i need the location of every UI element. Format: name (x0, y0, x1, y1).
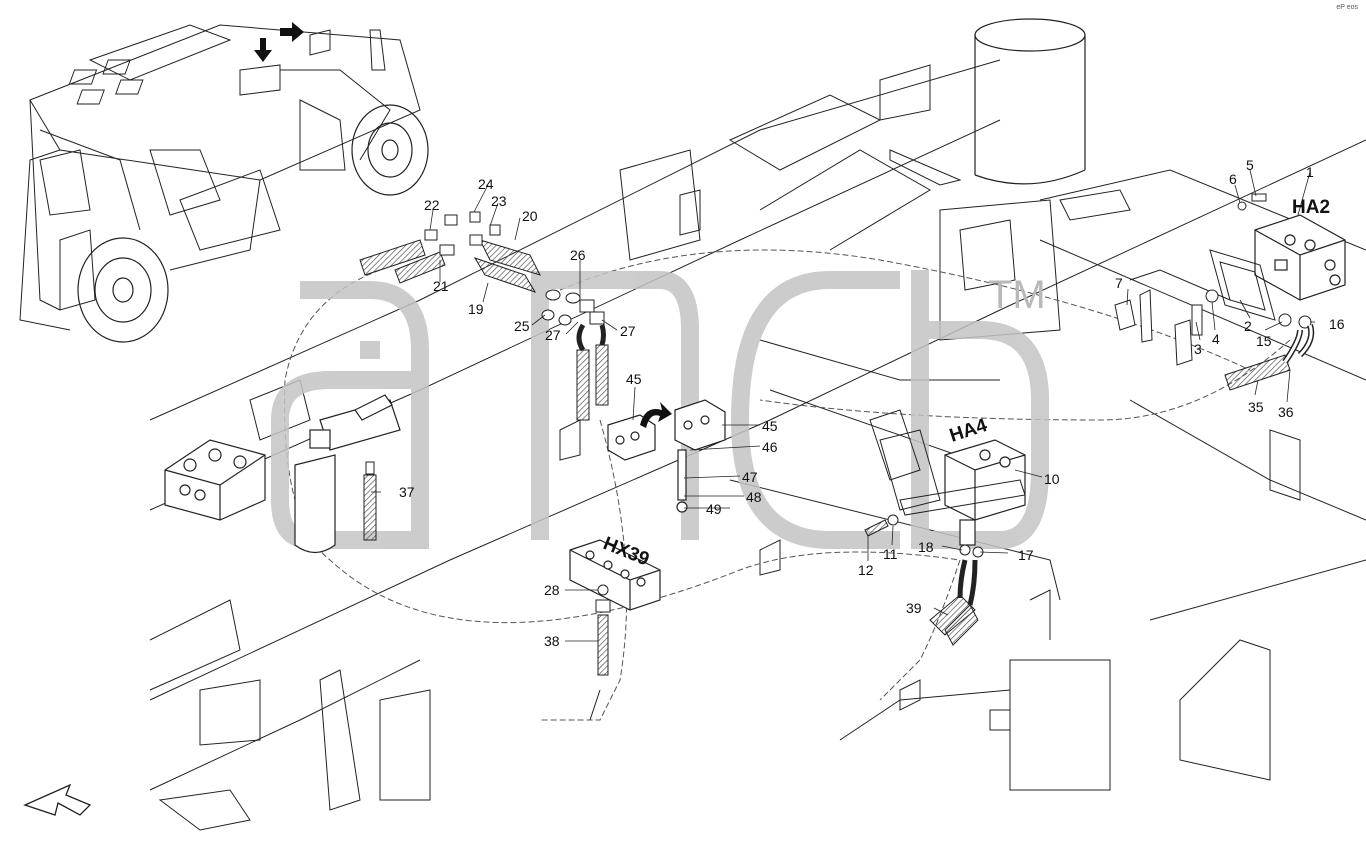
callout-27-right: 27 (620, 323, 636, 339)
callout-17: 17 (1018, 547, 1034, 563)
callout-47: 47 (742, 469, 758, 485)
callout-12: 12 (858, 562, 874, 578)
callout-2: 2 (1244, 318, 1252, 334)
manifold-hx39 (569, 539, 661, 611)
machine-overview-inset (19, 24, 421, 331)
callout-15: 15 (1256, 333, 1272, 349)
rotate-arrow-icon (640, 402, 672, 428)
callout-3: 3 (1194, 341, 1202, 357)
callout-10: 10 (1044, 471, 1060, 487)
callout-4: 4 (1212, 331, 1220, 347)
direction-arrow-icon (23, 783, 92, 816)
group-label-ha2: HA2 (1292, 197, 1330, 218)
callout-22: 22 (424, 197, 440, 213)
watermark-logo (271, 270, 1049, 549)
watermark-trademark: TM (988, 273, 1046, 317)
hose-39 (929, 544, 984, 646)
callout-25: 25 (514, 318, 530, 334)
inset-wheels (77, 104, 429, 343)
hose-routes (284, 249, 1291, 721)
callout-16: 16 (1329, 316, 1345, 332)
hose-38 (595, 584, 611, 676)
callout-27-left: 27 (545, 327, 561, 343)
callout-37: 37 (399, 484, 415, 500)
callout-7: 7 (1115, 275, 1123, 291)
callout-numbers: 1 2 3 4 5 6 7 10 11 12 15 16 17 18 19 20… (399, 157, 1345, 649)
hose-37 (363, 461, 377, 541)
callout-18: 18 (918, 539, 934, 555)
valve-block-ha2 (1254, 214, 1346, 301)
callout-11: 11 (883, 546, 898, 562)
callout-28: 28 (544, 582, 560, 598)
page-reference: eP eos (1336, 4, 1358, 11)
arrow-right-icon (280, 22, 304, 42)
hydraulic-tank (974, 18, 1086, 185)
callout-36: 36 (1278, 404, 1294, 420)
callout-46: 46 (762, 439, 778, 455)
filter-assembly (294, 394, 401, 554)
arrow-down-icon (254, 38, 272, 62)
hose-38-end (589, 689, 601, 721)
bracket-ha2 (1129, 249, 1276, 321)
callout-39: 39 (906, 600, 922, 616)
hoses-vertical-center (576, 323, 609, 421)
leader-lines (371, 169, 1315, 642)
callout-38: 38 (544, 633, 560, 649)
callout-21: 21 (433, 278, 449, 294)
callout-35: 35 (1248, 399, 1264, 415)
callout-24: 24 (478, 176, 494, 192)
bracket-ha4 (869, 409, 1026, 516)
callout-23: 23 (491, 193, 507, 209)
callout-20: 20 (522, 208, 538, 224)
callout-19: 19 (468, 301, 484, 317)
callout-45-right: 45 (762, 418, 778, 434)
callout-45-left: 45 (626, 371, 642, 387)
bolt-12 (864, 514, 899, 537)
valve-block-ha4 (944, 439, 1026, 546)
valve-block-left (164, 439, 266, 521)
hose-group-19-24 (359, 211, 541, 293)
chassis-frame (149, 59, 1366, 831)
callout-26: 26 (570, 247, 586, 263)
callout-5: 5 (1246, 157, 1254, 173)
callout-49: 49 (706, 501, 722, 517)
callout-48: 48 (746, 489, 762, 505)
group-label-ha4: HA4 (947, 415, 990, 447)
fittings-25-27 (541, 289, 605, 326)
fasteners-ha2 (1114, 193, 1312, 366)
callout-1: 1 (1306, 164, 1314, 180)
callout-6: 6 (1229, 171, 1237, 187)
